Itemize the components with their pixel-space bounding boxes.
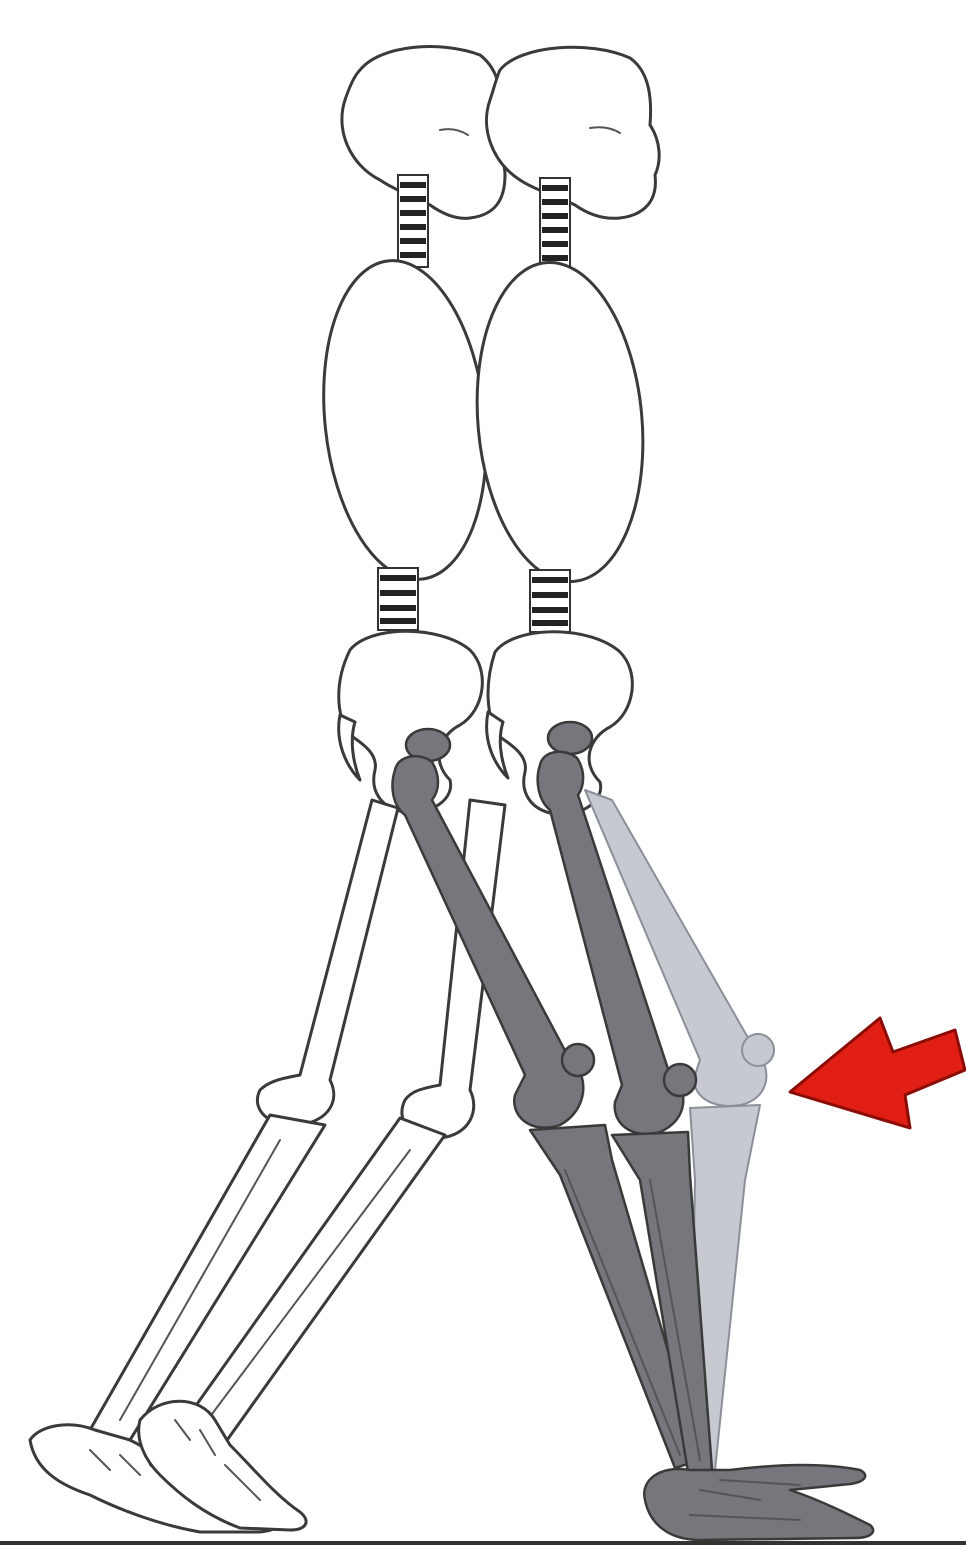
- back-thigh-left: [257, 800, 398, 1125]
- front-skull: [487, 47, 660, 218]
- back-torso: [309, 253, 502, 588]
- back-neck: [398, 175, 428, 267]
- dark-foot: [644, 1465, 873, 1540]
- red-arrow-icon: [790, 1018, 965, 1128]
- front-torso: [464, 255, 655, 588]
- back-lumbar: [378, 568, 418, 630]
- front-neck: [540, 178, 570, 270]
- front-lumbar: [530, 570, 570, 632]
